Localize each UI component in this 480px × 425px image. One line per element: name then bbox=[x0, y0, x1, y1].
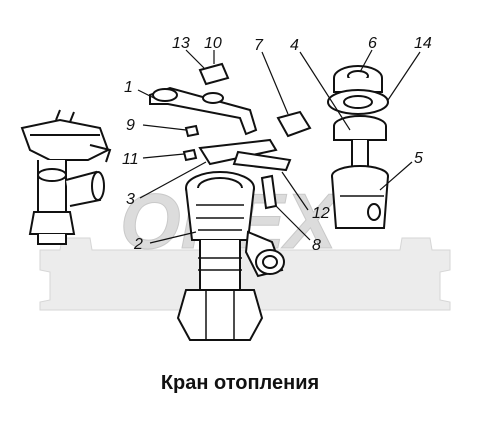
callout-5: 5 bbox=[414, 150, 423, 167]
callout-9: 9 bbox=[126, 117, 135, 134]
callout-7: 7 bbox=[254, 37, 264, 54]
callout-10: 10 bbox=[204, 35, 222, 52]
callout-11: 11 bbox=[122, 151, 139, 168]
callout-12: 12 bbox=[312, 205, 330, 222]
callout-2: 2 bbox=[133, 236, 143, 253]
valve-body bbox=[176, 171, 285, 341]
callout-4: 4 bbox=[290, 37, 299, 54]
callout-13: 13 bbox=[172, 35, 190, 52]
callouts: 1 2 3 4 5 6 7 8 9 10 11 12 13 14 bbox=[122, 35, 432, 254]
callout-8: 8 bbox=[312, 237, 321, 254]
callout-1: 1 bbox=[124, 79, 133, 96]
watermark-gear bbox=[39, 237, 451, 311]
left-valve-assembly bbox=[20, 109, 112, 245]
leader-lines bbox=[137, 49, 421, 244]
right-cap-assembly bbox=[327, 65, 389, 229]
callout-14: 14 bbox=[414, 35, 432, 52]
lever-assembly bbox=[149, 62, 312, 210]
callout-3: 3 bbox=[126, 191, 135, 208]
callout-6: 6 bbox=[368, 35, 377, 52]
figure-title: Кран отопления bbox=[160, 372, 320, 394]
